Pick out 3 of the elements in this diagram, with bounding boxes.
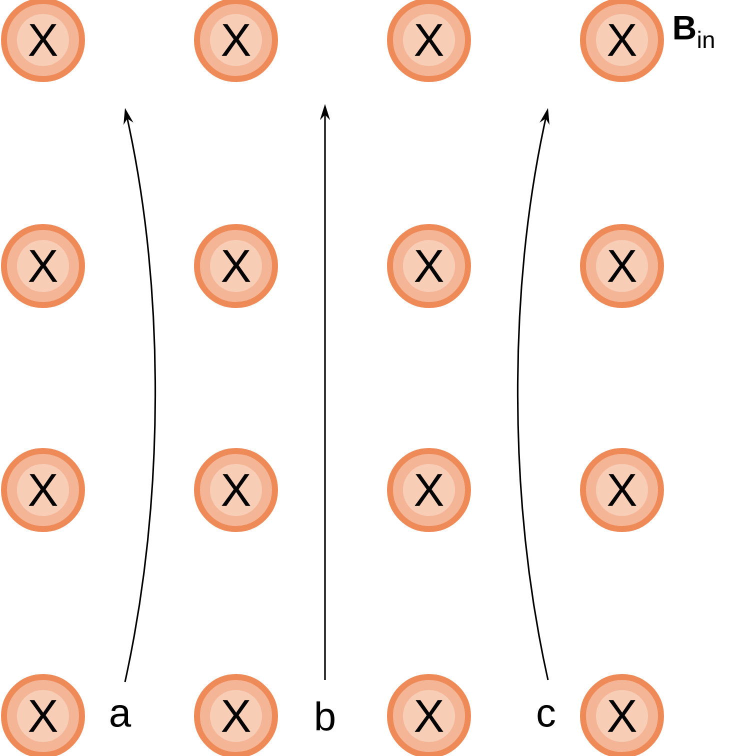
path-label: c <box>538 705 555 727</box>
path-label: b <box>316 701 334 731</box>
path-label: a <box>110 705 132 727</box>
